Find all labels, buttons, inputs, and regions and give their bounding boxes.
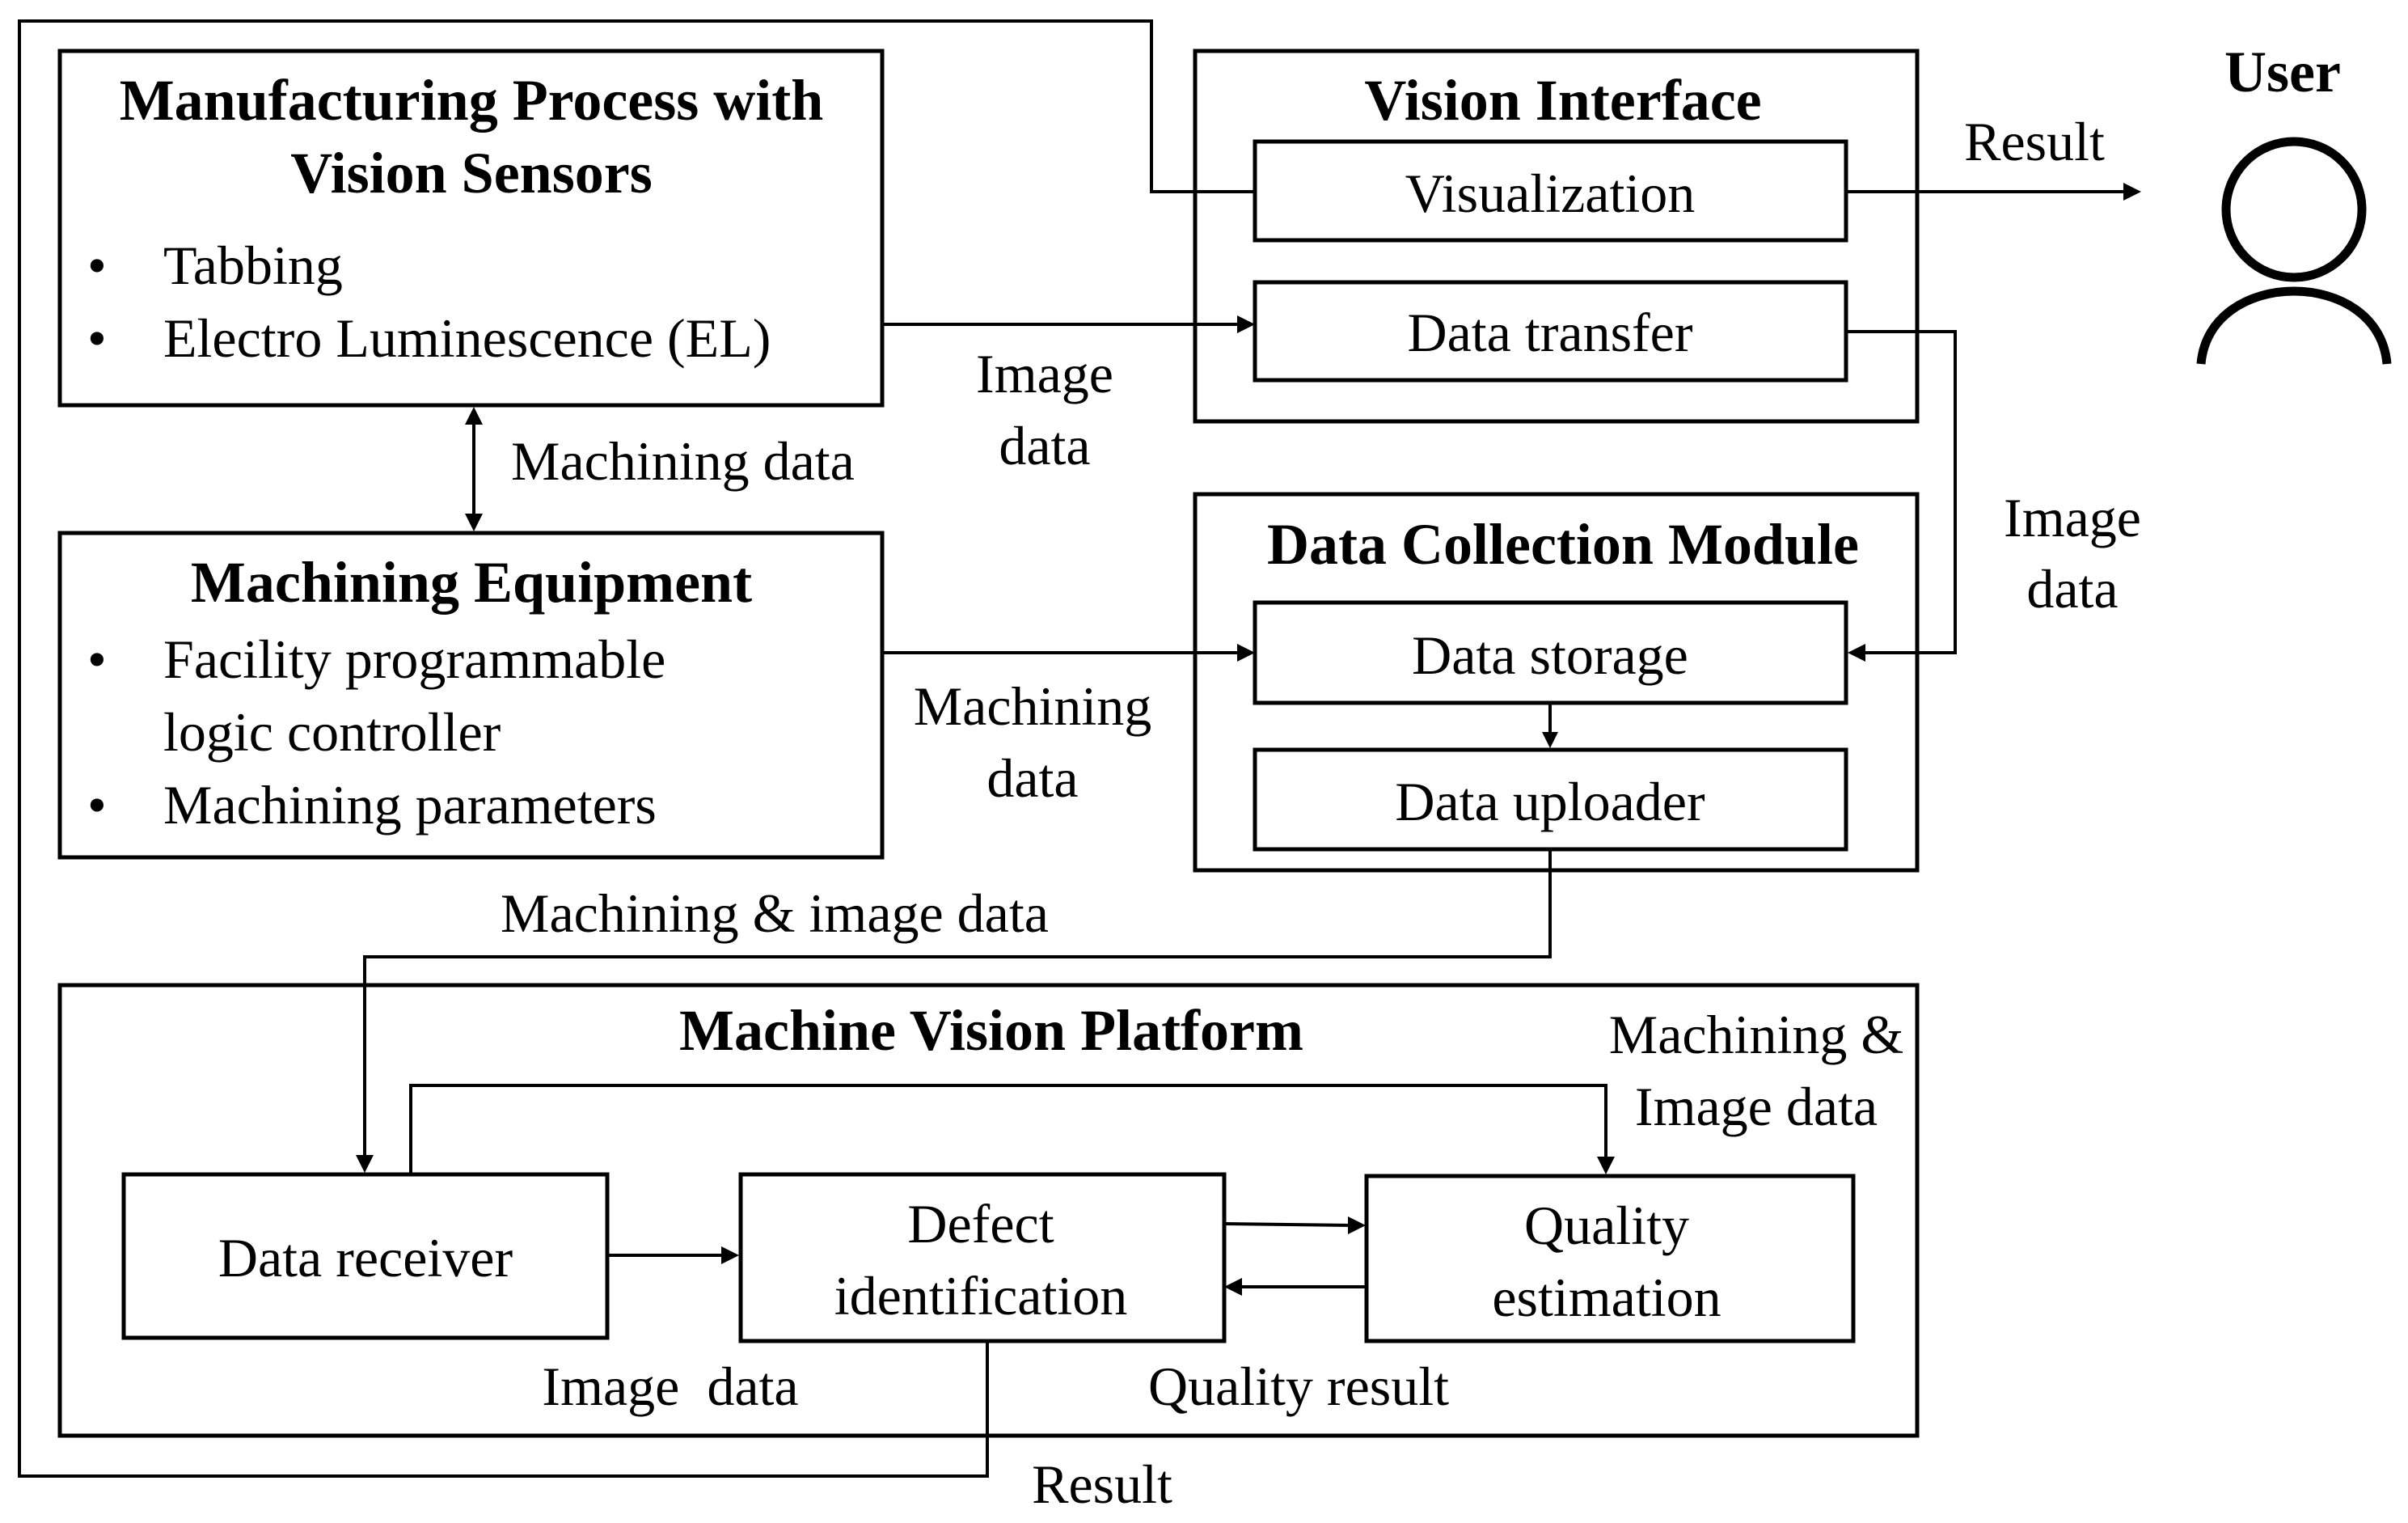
data-transfer-label: Data transfer bbox=[1407, 302, 1692, 363]
uploader-to-receiver-line bbox=[363, 849, 1552, 1158]
bidirectional-arrowhead-top bbox=[465, 407, 483, 425]
data-uploader-label: Data uploader bbox=[1395, 771, 1705, 832]
data-collection-module-box bbox=[1193, 492, 1920, 873]
manufacturing-title-line2: Vision Sensors bbox=[290, 141, 652, 205]
data-receiver-label: Data receiver bbox=[218, 1227, 513, 1288]
data-receiver-box bbox=[121, 1172, 610, 1340]
receiver-to-defect-arrowhead bbox=[721, 1246, 739, 1264]
image-data-right-label-line1: Image bbox=[2004, 487, 2141, 548]
quality-result-label: Quality result bbox=[1148, 1356, 1449, 1417]
defect-to-quality-line bbox=[1223, 1222, 1354, 1227]
user-label: User bbox=[2224, 40, 2341, 104]
defect-identification-line1: Defect bbox=[907, 1193, 1054, 1254]
data-collection-title: Data Collection Module bbox=[1267, 512, 1859, 577]
quality-estimation-box bbox=[1364, 1174, 1856, 1343]
user-icon bbox=[2196, 137, 2392, 365]
manufacturing-title-line1: Manufacturing Process with bbox=[120, 68, 824, 133]
image-data-mid-label-line2: data bbox=[999, 415, 1090, 476]
machining-image-right-label-line2: Image data bbox=[1635, 1076, 1878, 1137]
bidirectional-arrowhead-bottom bbox=[465, 514, 483, 531]
vision-interface-box bbox=[1193, 49, 1920, 424]
result-to-user-arrowhead bbox=[2123, 183, 2141, 201]
bullet: • bbox=[87, 774, 107, 836]
data-storage-box bbox=[1253, 600, 1848, 705]
plc-item-line1: Facility programmable bbox=[163, 628, 665, 690]
visualization-label: Visualization bbox=[1405, 163, 1696, 224]
bullet: • bbox=[87, 307, 107, 369]
defect-to-quality-arrowhead bbox=[1348, 1216, 1366, 1234]
quality-estimation-line2: estimation bbox=[1492, 1267, 1721, 1328]
data-storage-label: Data storage bbox=[1412, 624, 1688, 686]
result-top-label: Result bbox=[1964, 111, 2105, 172]
transfer-to-storage-line bbox=[1846, 330, 1957, 654]
quality-to-defect-arrowhead bbox=[1224, 1278, 1242, 1296]
machining-image-data-label: Machining & image data bbox=[501, 882, 1049, 944]
bullet: • bbox=[87, 235, 107, 296]
machining-equipment-title: Machining Equipment bbox=[191, 550, 752, 615]
visualization-box bbox=[1253, 139, 1848, 243]
machining-image-right-label-line1: Machining & bbox=[1609, 1004, 1904, 1065]
data-uploader-box bbox=[1253, 747, 1848, 852]
result-bottom-label: Result bbox=[1032, 1453, 1172, 1515]
receiver-to-quality-arrowhead bbox=[1597, 1157, 1615, 1174]
manufacturing-process-box bbox=[57, 49, 885, 408]
quality-estimation-line1: Quality bbox=[1524, 1195, 1689, 1256]
machining-data-mid-label-line2: data bbox=[986, 747, 1078, 809]
bullet: • bbox=[87, 628, 107, 690]
uploader-to-receiver-arrowhead bbox=[356, 1155, 374, 1173]
result-feedback-line bbox=[18, 19, 1255, 1478]
data-transfer-box bbox=[1253, 280, 1848, 383]
storage-to-uploader-arrowhead bbox=[1542, 732, 1558, 748]
image-data-mid-label-line1: Image bbox=[976, 343, 1113, 404]
image-data-arrowhead bbox=[1237, 315, 1255, 333]
electro-luminescence-item: Electro Luminescence (EL) bbox=[163, 307, 771, 369]
image-data-bottom-label: Image data bbox=[542, 1356, 798, 1417]
image-data-right-label-line2: data bbox=[2026, 558, 2118, 620]
platform-title: Machine Vision Platform bbox=[679, 998, 1303, 1063]
vision-interface-title: Vision Interface bbox=[1364, 68, 1761, 133]
defect-identification-line2: identification bbox=[834, 1265, 1128, 1326]
machining-data-vertical-label: Machining data bbox=[511, 430, 855, 492]
tabbing-item: Tabbing bbox=[163, 235, 343, 296]
machining-parameters-item: Machining parameters bbox=[163, 774, 657, 836]
machining-equipment-box bbox=[57, 531, 885, 860]
transfer-to-storage-arrowhead bbox=[1848, 644, 1865, 662]
plc-item-line2: logic controller bbox=[163, 701, 501, 763]
machining-data-arrowhead bbox=[1237, 644, 1255, 662]
defect-identification-box bbox=[738, 1172, 1227, 1343]
machining-data-mid-label-line1: Machining bbox=[914, 675, 1152, 737]
receiver-to-quality-line bbox=[409, 1084, 1607, 1174]
